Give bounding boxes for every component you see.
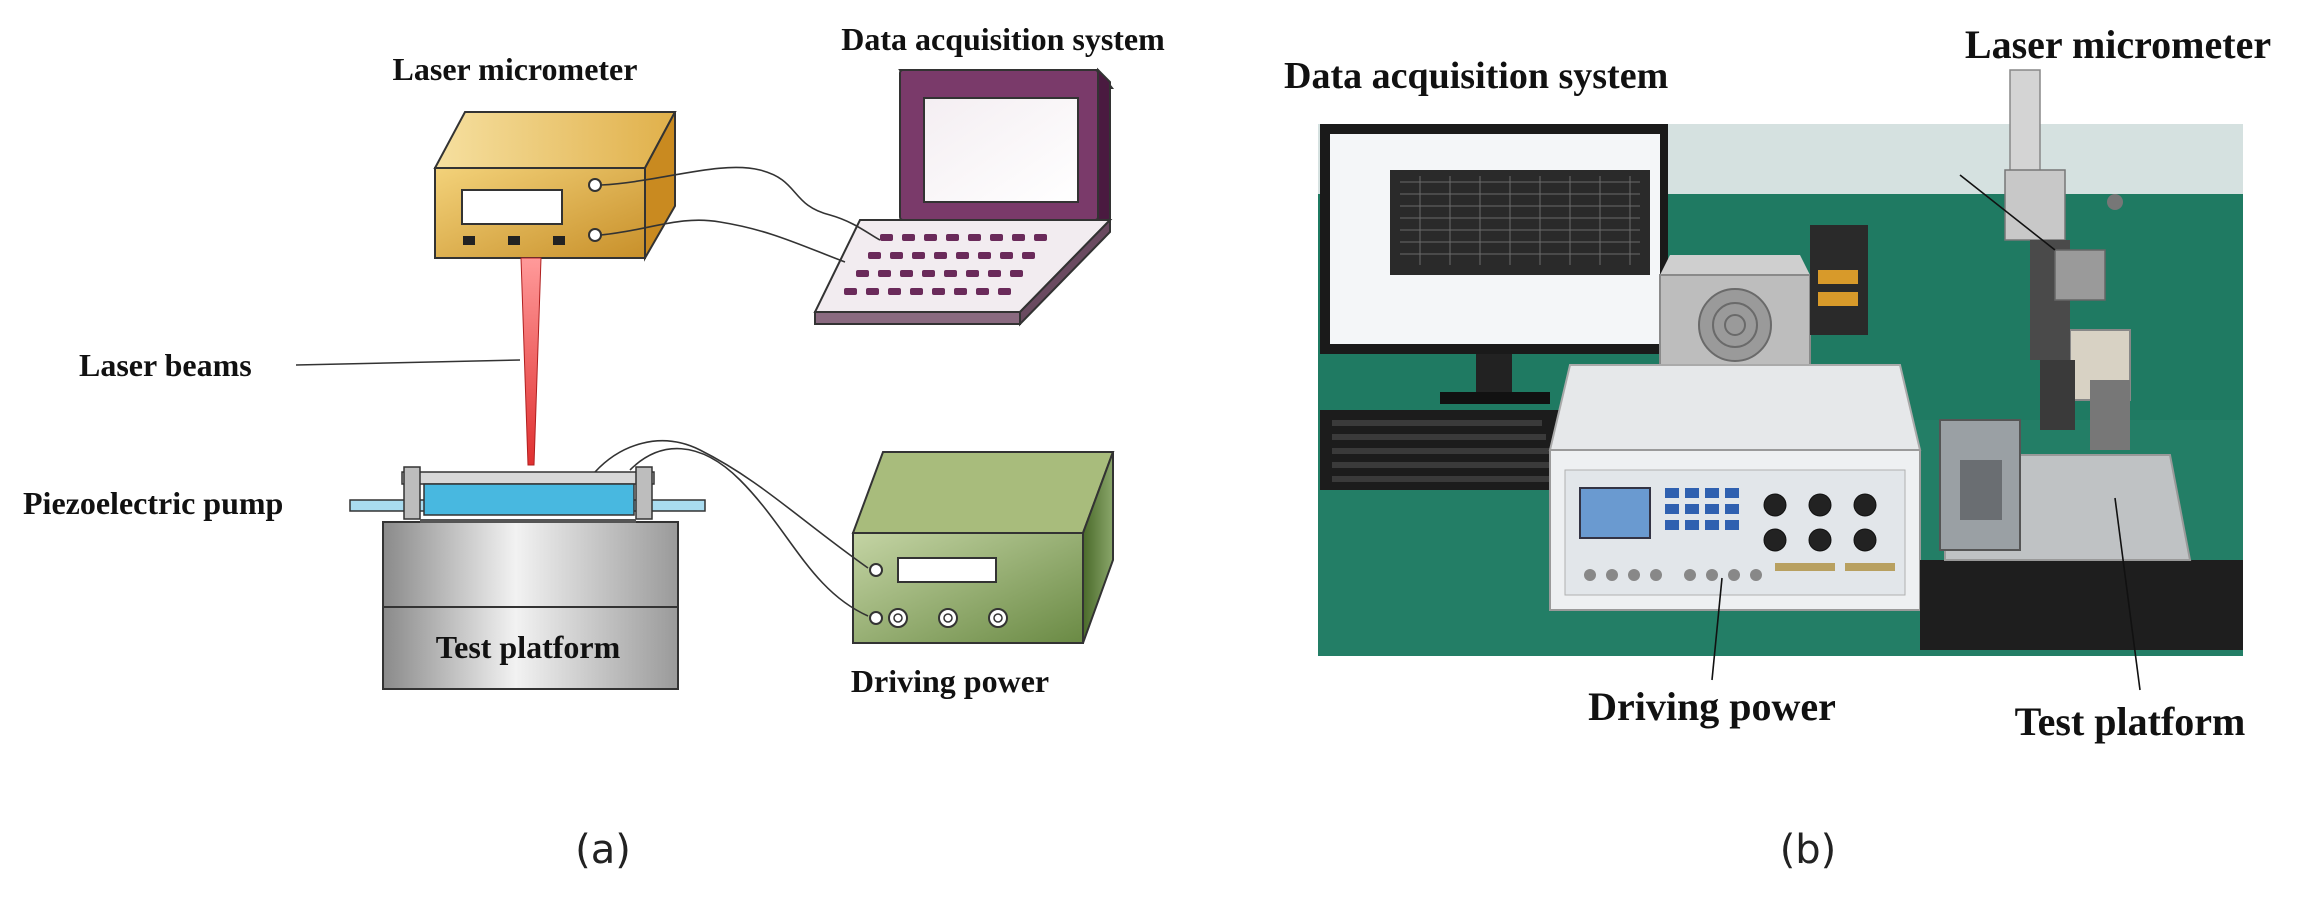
leader-b-driving-power — [1711, 577, 1723, 681]
micrometer-port-bottom — [588, 228, 602, 242]
label-a-driving-power: Driving power — [851, 663, 1049, 699]
driving-power-display — [897, 557, 997, 583]
driving-power-box — [851, 451, 1115, 644]
laser-micrometer-box — [433, 111, 677, 262]
label-b-test-platform: Test platform — [2015, 699, 2246, 744]
label-b-driving-power: Driving power — [1588, 684, 1836, 729]
photo-driving-power-instrument — [1548, 364, 1922, 611]
laptop-keyboard — [844, 234, 1047, 295]
laser-beam — [520, 257, 542, 466]
micrometer-display — [461, 189, 563, 225]
leader-b-laser-micrometer — [1959, 174, 2056, 251]
photo-keyboard — [1320, 410, 1575, 490]
label-b-data-acquisition: Data acquisition system — [1284, 55, 1668, 97]
photo-test-platform — [1920, 329, 2243, 650]
cable-pump-power-2 — [629, 447, 869, 617]
micrometer-port-top — [588, 178, 602, 192]
label-b-laser-micrometer: Laser micrometer — [1965, 22, 2271, 67]
piezoelectric-pump — [349, 466, 706, 523]
caption-b: (b) — [1780, 827, 1837, 873]
photo-laser-micrometer — [2004, 69, 2123, 430]
label-a-data-acquisition: Data acquisition system — [841, 21, 1165, 57]
label-a-test-platform: Test platform — [436, 629, 621, 665]
test-platform — [382, 521, 679, 690]
laser-beams-leader — [295, 359, 521, 366]
leader-b-test-platform — [2114, 497, 2141, 691]
photo-monitor — [1320, 124, 1668, 404]
panel-b-photo — [1318, 69, 2243, 691]
photo-fan-unit — [1659, 225, 1868, 376]
cable-micrometer-laptop-2 — [600, 219, 846, 263]
label-a-laser-beams: Laser beams — [79, 347, 252, 383]
cable-micrometer-laptop-1 — [600, 166, 881, 241]
cable-pump-power-1 — [594, 440, 869, 569]
panel-a-schematic — [295, 67, 1115, 690]
laptop-screen — [923, 97, 1079, 203]
laptop — [813, 67, 1115, 327]
label-a-laser-micrometer: Laser micrometer — [393, 51, 638, 87]
label-a-piezoelectric-pump: Piezoelectric pump — [23, 485, 283, 521]
caption-a: (a) — [575, 827, 631, 873]
